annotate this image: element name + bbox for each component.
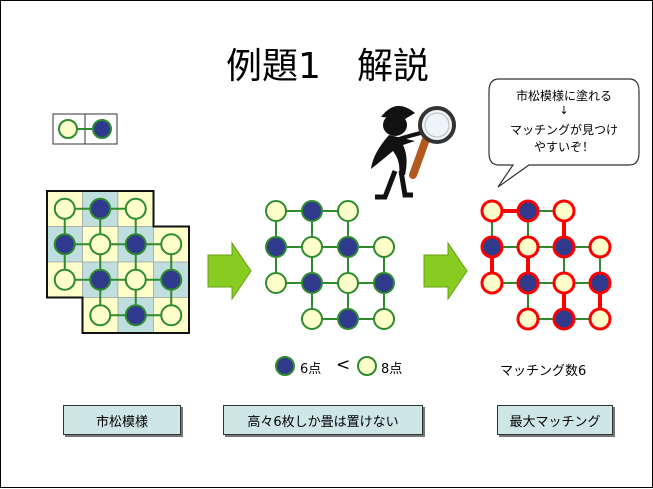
domino-icon [52,113,118,145]
board-outline [46,190,190,334]
dark-node [552,235,576,259]
light-node [588,235,612,259]
dark-node [516,199,540,223]
graph-plain [265,200,395,330]
legend-light-count: 8点 [381,362,403,377]
dark-node [89,268,112,291]
graph-matching [480,199,612,331]
light-node [89,304,112,327]
light-node [265,272,287,294]
right-arrow-icon [423,241,468,301]
light-node [53,197,76,220]
matching-count: マッチング数6 [500,364,587,379]
light-node [160,233,183,256]
light-node [373,308,395,330]
magnifier-figure-icon [371,105,456,200]
dark-node [373,272,395,294]
legend-dark-count: 6点 [300,362,322,377]
dark-node [301,200,323,222]
dark-node [124,304,147,327]
dark-node [516,271,540,295]
graph-checkered [53,197,183,327]
dark-node [265,236,287,258]
light-node [337,272,359,294]
dark-node [552,307,576,331]
callout-line-3: やすいぞ！ [533,140,594,154]
light-node [124,268,147,291]
light-node [301,308,323,330]
dark-node [124,233,147,256]
callout-line-1: 市松模様に塗れる [515,89,612,103]
dark-node [337,308,359,330]
caption-checkered: 市松模様 [63,405,181,435]
callout-line-2: マッチングが見つけ [509,123,618,137]
dark-node [160,268,183,291]
speech-balloon [488,78,640,188]
dark-node [301,272,323,294]
light-node [588,307,612,331]
dark-node [53,233,76,256]
light-node [124,197,147,220]
light-node [160,304,183,327]
light-node [480,271,504,295]
light-node [301,236,323,258]
light-node [89,233,112,256]
dark-node [89,197,112,220]
legend-light-node [357,356,377,376]
slide-title: 例題1 解説 [226,46,429,87]
dark-node [588,271,612,295]
light-node [265,200,287,222]
light-node [373,236,395,258]
light-node [53,268,76,291]
light-node [552,199,576,223]
caption-max-six: 高々6枚しか畳は置けない [223,405,423,435]
light-node [480,199,504,223]
callout-arrow: ↓ [559,104,569,117]
light-node [516,235,540,259]
legend-less-than: < [336,355,351,375]
dark-node [337,236,359,258]
right-arrow-icon [207,241,252,301]
caption-max-matching: 最大マッチング [497,405,613,435]
legend-dark-node [275,356,295,376]
light-node [337,200,359,222]
light-node [552,271,576,295]
dark-node [480,235,504,259]
light-node [516,307,540,331]
